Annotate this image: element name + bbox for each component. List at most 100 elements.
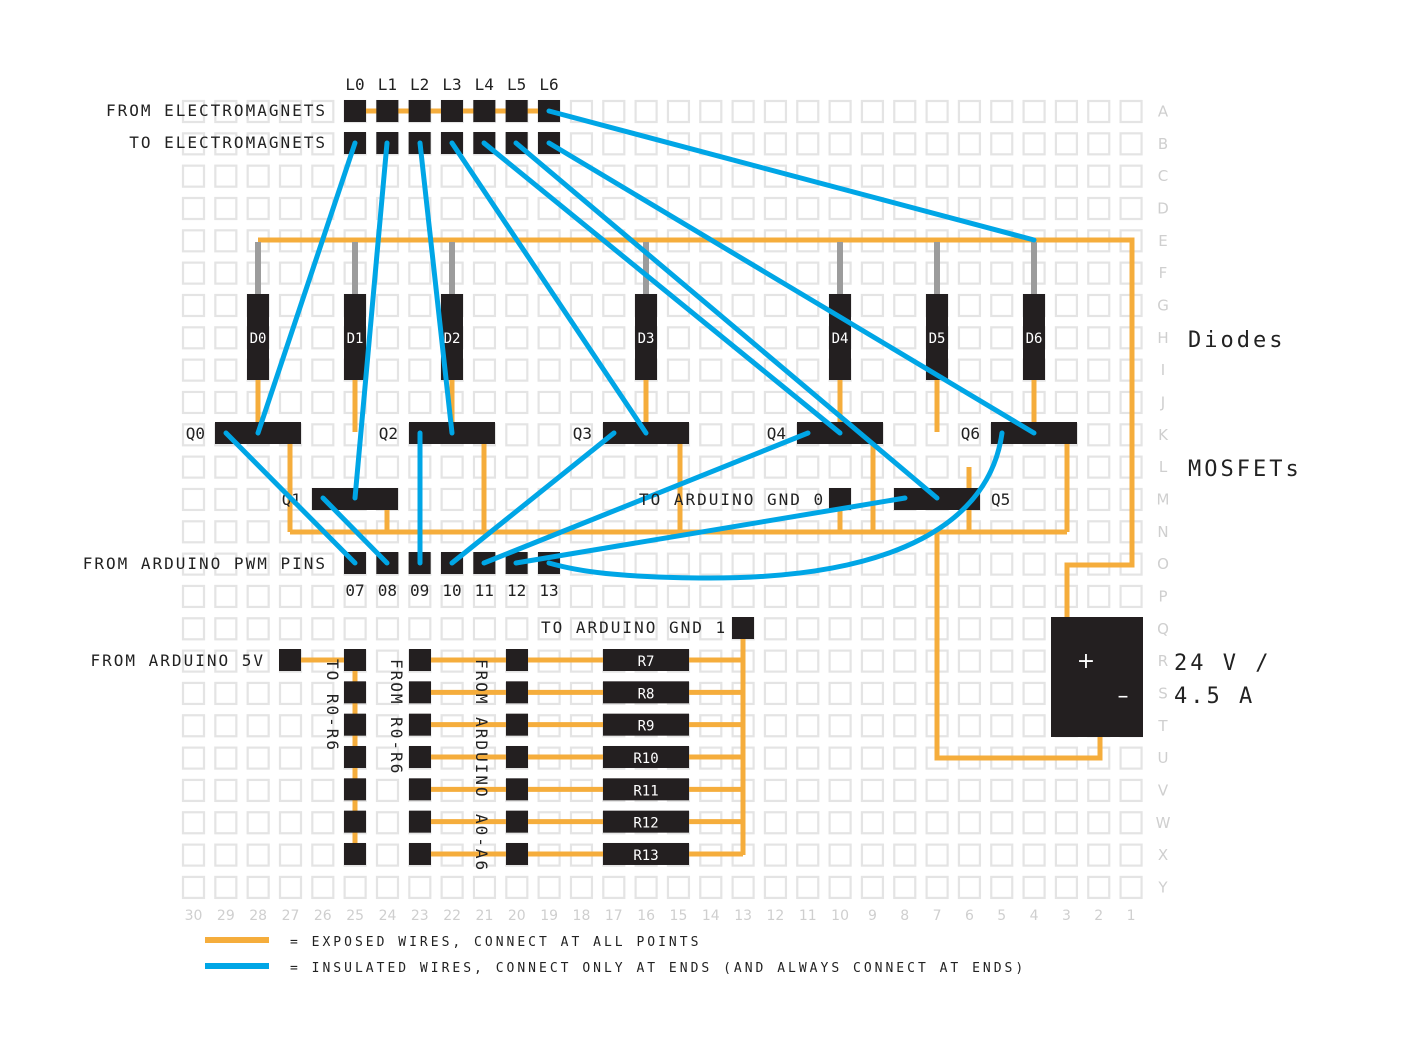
column-label: 29 bbox=[217, 908, 235, 924]
grid-hole bbox=[311, 746, 335, 770]
grid-hole bbox=[1119, 811, 1143, 835]
grid-hole bbox=[1087, 423, 1111, 447]
grid-hole bbox=[214, 99, 238, 124]
pwm-pin-label: 08 bbox=[378, 581, 397, 600]
column-label: 17 bbox=[605, 908, 623, 924]
row-label: H bbox=[1157, 329, 1168, 347]
grid-hole bbox=[537, 358, 561, 382]
legend-exposed-text: = EXPOSED WIRES, CONNECT AT ALL POINTS bbox=[290, 935, 701, 950]
grid-hole bbox=[957, 843, 982, 867]
grid-hole bbox=[796, 358, 820, 382]
grid-hole bbox=[214, 746, 238, 770]
grid-hole bbox=[181, 132, 206, 156]
grid-hole bbox=[278, 714, 303, 738]
grid-hole bbox=[214, 778, 238, 803]
grid-hole bbox=[828, 99, 852, 124]
column-label: 6 bbox=[965, 908, 974, 924]
grid-hole bbox=[990, 132, 1014, 156]
power-rating-line1: 24 V / bbox=[1174, 651, 1271, 676]
grid-hole bbox=[893, 681, 917, 706]
grid-hole bbox=[1087, 358, 1111, 382]
grid-hole bbox=[634, 552, 658, 576]
grid-hole bbox=[278, 99, 303, 124]
grid-hole bbox=[731, 875, 755, 900]
grid-hole bbox=[893, 390, 917, 415]
grid-hole bbox=[311, 132, 335, 156]
pwm-pin-label: 10 bbox=[442, 581, 461, 600]
grid-hole bbox=[634, 584, 658, 609]
grid-hole bbox=[893, 649, 917, 673]
electromagnet-in-pin bbox=[344, 100, 366, 122]
analog-pin bbox=[506, 778, 528, 801]
grid-hole bbox=[1054, 99, 1079, 124]
grid-hole bbox=[796, 99, 820, 124]
grid-hole bbox=[860, 875, 885, 900]
grid-hole bbox=[893, 584, 917, 609]
grid-hole bbox=[957, 681, 982, 706]
grid-hole bbox=[796, 714, 820, 738]
grid-hole bbox=[666, 552, 691, 576]
diode-label: D2 bbox=[444, 331, 461, 347]
grid-hole bbox=[278, 132, 303, 156]
grid-hole bbox=[1054, 293, 1079, 318]
q5-gate-wire bbox=[513, 495, 908, 566]
column-label: 1 bbox=[1127, 908, 1136, 924]
grid-hole bbox=[925, 132, 949, 156]
grid-hole bbox=[860, 714, 885, 738]
grid-hole bbox=[828, 811, 852, 835]
grid-hole bbox=[1087, 584, 1111, 609]
grid-hole bbox=[602, 875, 626, 900]
row-label: F bbox=[1159, 264, 1168, 282]
grid-hole bbox=[214, 196, 238, 221]
grid-hole bbox=[181, 875, 206, 900]
grid-hole bbox=[602, 99, 626, 124]
column-label: 28 bbox=[249, 908, 267, 924]
grid-hole bbox=[763, 746, 788, 770]
grid-hole bbox=[957, 326, 982, 350]
grid-hole bbox=[569, 423, 594, 447]
grid-hole bbox=[1119, 746, 1143, 770]
grid-hole bbox=[763, 552, 788, 576]
column-label: 11 bbox=[799, 908, 817, 924]
grid-hole bbox=[181, 326, 206, 350]
row-label: Y bbox=[1157, 878, 1168, 896]
row-label: E bbox=[1158, 232, 1167, 250]
column-label: 14 bbox=[702, 908, 720, 924]
grid-hole bbox=[763, 455, 788, 479]
grid-hole bbox=[537, 326, 561, 350]
grid-hole bbox=[311, 326, 335, 350]
grid-hole bbox=[1022, 164, 1046, 188]
grid-hole bbox=[828, 164, 852, 188]
grid-hole bbox=[731, 552, 755, 576]
q0-gate-wire bbox=[223, 430, 358, 566]
grid-hole bbox=[893, 423, 917, 447]
grid-hole bbox=[990, 649, 1014, 673]
grid-hole bbox=[796, 843, 820, 867]
grid-hole bbox=[1087, 520, 1111, 544]
grid-hole bbox=[1054, 358, 1079, 382]
grid-hole bbox=[860, 584, 885, 609]
grid-hole bbox=[1119, 164, 1143, 188]
grid-hole bbox=[699, 196, 723, 221]
grid-hole bbox=[990, 487, 1014, 512]
grid-hole bbox=[214, 843, 238, 867]
pwm-pin-label: 09 bbox=[410, 581, 429, 600]
grid-hole bbox=[181, 811, 206, 835]
analog-pin bbox=[506, 745, 528, 768]
row-label: O bbox=[1157, 555, 1169, 573]
grid-hole bbox=[472, 358, 497, 382]
grid-hole bbox=[828, 843, 852, 867]
grid-hole bbox=[246, 520, 270, 544]
l2-to-q2-wire bbox=[417, 140, 455, 436]
grid-hole bbox=[763, 293, 788, 318]
grid-hole bbox=[796, 649, 820, 673]
row-label: T bbox=[1157, 717, 1168, 735]
grid-hole bbox=[893, 99, 917, 124]
grid-hole bbox=[763, 649, 788, 673]
column-label: 15 bbox=[670, 908, 688, 924]
diode-label: D3 bbox=[638, 331, 655, 347]
grid-hole bbox=[925, 164, 949, 188]
grid-hole bbox=[181, 584, 206, 609]
grid-hole bbox=[1119, 778, 1143, 803]
